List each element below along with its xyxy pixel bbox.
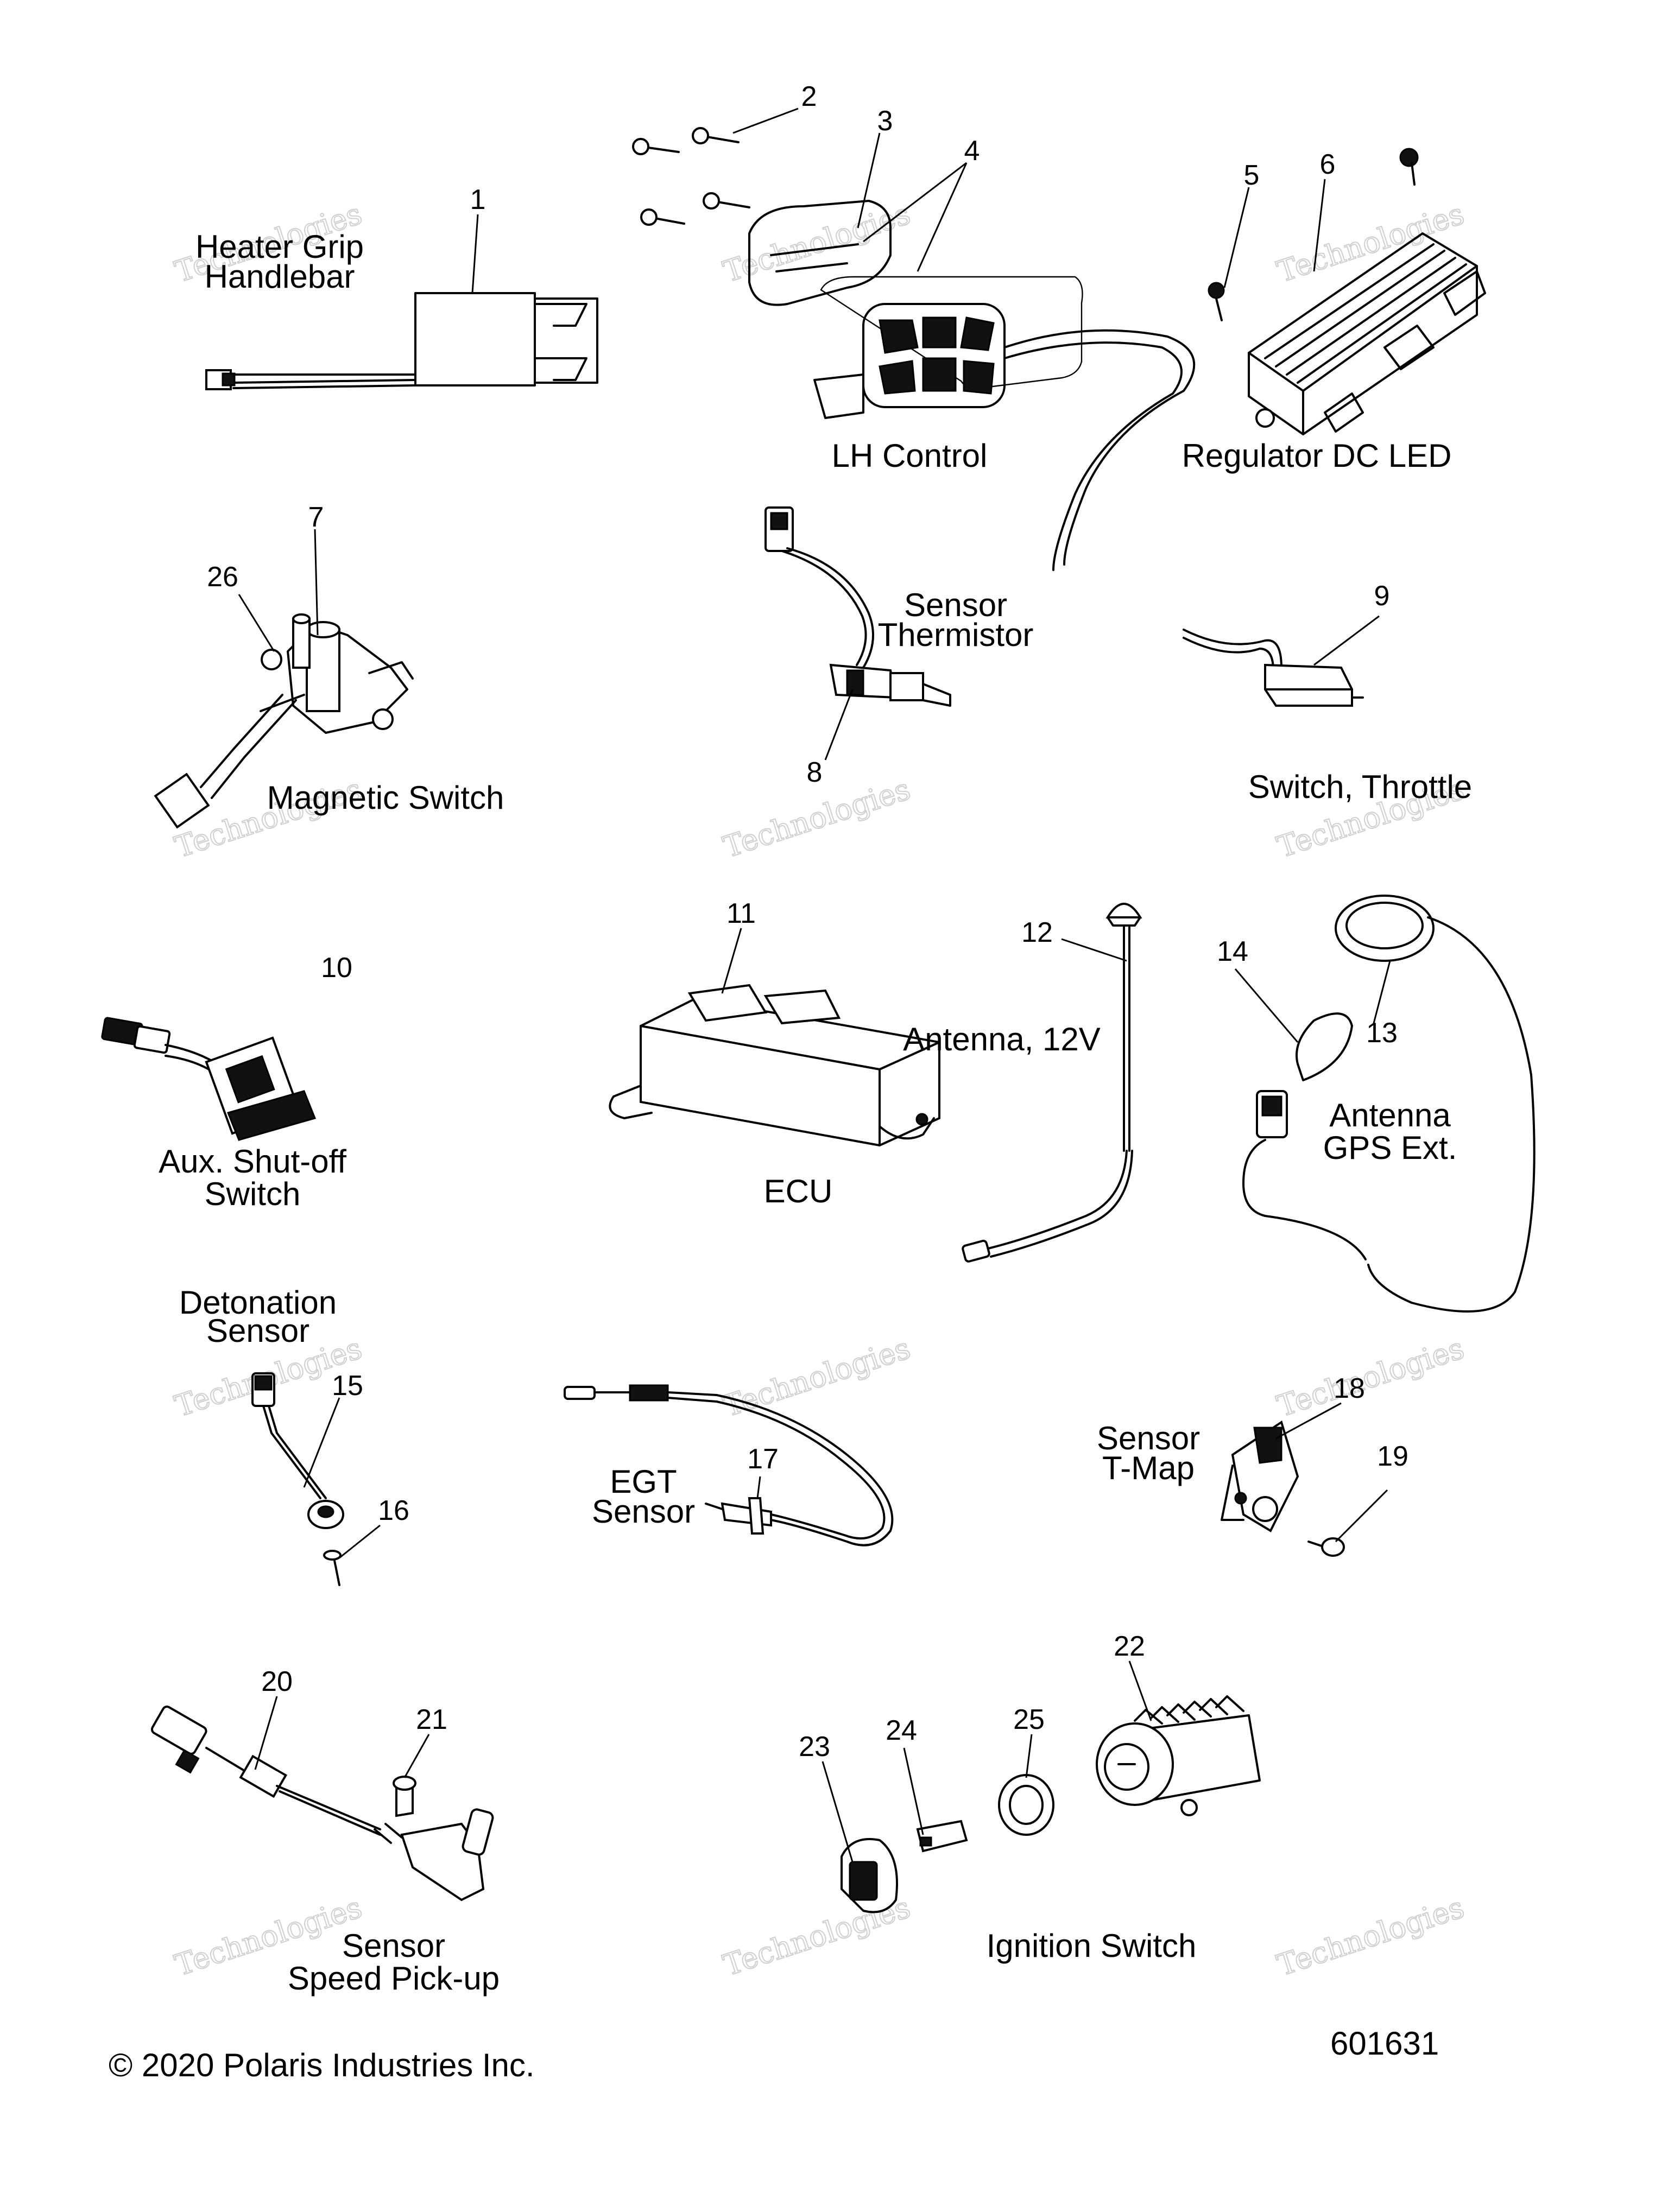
callout-8: 8 xyxy=(807,757,823,788)
caption-line: Detonation xyxy=(179,1284,337,1321)
callout-13: 13 xyxy=(1366,1017,1398,1049)
caption-line: T-Map xyxy=(1102,1450,1195,1486)
caption-lh-control: LH Control xyxy=(832,438,988,474)
caption-antenna-12v: Antenna, 12V xyxy=(903,1021,1101,1057)
svg-text:Technologies: Technologies xyxy=(1273,1890,1468,1982)
svg-text:Technologies: Technologies xyxy=(1273,1331,1468,1423)
caption-line: Magnetic Switch xyxy=(267,779,504,816)
callout-22: 22 xyxy=(1114,1631,1145,1662)
callout-9: 9 xyxy=(1374,580,1390,612)
part-detonation-sensor xyxy=(251,1372,344,1586)
callout-3: 3 xyxy=(877,105,893,137)
caption-ignition: Ignition Switch xyxy=(987,1928,1197,1964)
callout-20: 20 xyxy=(261,1666,293,1697)
part-lh-control xyxy=(748,200,1196,571)
caption-magnetic-switch: Magnetic Switch xyxy=(267,779,504,816)
leader-lines xyxy=(238,107,1391,1862)
callout-17: 17 xyxy=(747,1443,779,1475)
callout-5: 5 xyxy=(1244,160,1260,191)
callout-23: 23 xyxy=(799,1731,830,1763)
caption-regulator: Regulator DC LED xyxy=(1182,438,1452,474)
caption-line: Regulator DC LED xyxy=(1182,438,1452,474)
caption-line: Handlebar xyxy=(205,258,355,295)
part-magnetic-switch xyxy=(154,613,414,829)
callout-11: 11 xyxy=(726,898,756,929)
caption-ecu: ECU xyxy=(764,1173,833,1209)
caption-line: Sensor xyxy=(592,1493,695,1530)
part-ecu xyxy=(609,984,940,1147)
caption-line: Ignition Switch xyxy=(987,1928,1197,1964)
caption-line: Switch xyxy=(205,1176,301,1212)
part-speed-pickup xyxy=(150,1706,494,1902)
callout-numbers: 1 2 3 4 5 6 7 8 9 10 11 12 13 14 15 16 1… xyxy=(207,81,1408,1763)
callout-15: 15 xyxy=(332,1370,363,1402)
caption-line: ECU xyxy=(764,1173,833,1209)
caption-line: Antenna xyxy=(1329,1097,1451,1133)
caption-line: Thermistor xyxy=(878,617,1034,653)
caption-line: LH Control xyxy=(832,438,988,474)
part-antenna-12v xyxy=(962,903,1142,1263)
callout-25: 25 xyxy=(1013,1704,1045,1735)
part-thermistor xyxy=(764,506,951,707)
watermark-12: Technologies xyxy=(1273,1890,1469,1983)
caption-line: EGT xyxy=(610,1463,677,1500)
part-aux-shutoff xyxy=(101,1017,317,1141)
callout-19: 19 xyxy=(1377,1441,1408,1472)
callout-14: 14 xyxy=(1217,936,1248,967)
caption-switch-throttle: Switch, Throttle xyxy=(1248,769,1472,805)
callout-4: 4 xyxy=(964,135,980,167)
part-tmap-sensor xyxy=(1221,1420,1345,1557)
callout-24: 24 xyxy=(886,1715,917,1746)
part-heater-grip xyxy=(205,292,598,390)
caption-line: Aux. Shut-off xyxy=(159,1143,346,1180)
part-screws-2 xyxy=(632,127,750,226)
callout-18: 18 xyxy=(1334,1373,1365,1404)
callout-10: 10 xyxy=(321,952,352,984)
callout-1: 1 xyxy=(470,184,486,216)
caption-line: Switch, Throttle xyxy=(1248,769,1472,805)
callout-21: 21 xyxy=(416,1704,447,1735)
callout-2: 2 xyxy=(801,81,817,112)
callout-7: 7 xyxy=(308,502,324,533)
callout-12: 12 xyxy=(1021,917,1053,948)
part-egt-sensor xyxy=(564,1384,894,1547)
part-throttle-switch xyxy=(1183,629,1364,707)
watermark-9: Technologies xyxy=(1273,1330,1469,1424)
drawing-number: 601631 xyxy=(1330,2025,1439,2062)
caption-line: Sensor xyxy=(1097,1420,1200,1456)
part-ignition-switch xyxy=(841,1695,1261,1913)
caption-line: Antenna, 12V xyxy=(903,1021,1101,1057)
part-antenna-gps xyxy=(1242,895,1536,1313)
callout-6: 6 xyxy=(1320,149,1336,180)
callout-16: 16 xyxy=(378,1495,409,1526)
copyright: © 2020 Polaris Industries Inc. xyxy=(109,2047,535,2083)
part-regulator xyxy=(1208,148,1486,435)
caption-line: GPS Ext. xyxy=(1323,1130,1457,1166)
caption-line: Sensor xyxy=(904,587,1007,623)
callout-26: 26 xyxy=(207,561,238,593)
caption-line: Sensor xyxy=(206,1313,309,1349)
caption-line: Heater Grip xyxy=(195,229,364,265)
caption-line: Sensor xyxy=(342,1928,445,1964)
caption-line: Speed Pick-up xyxy=(288,1960,500,1996)
footer: © 2020 Polaris Industries Inc. 601631 xyxy=(109,2025,1439,2083)
